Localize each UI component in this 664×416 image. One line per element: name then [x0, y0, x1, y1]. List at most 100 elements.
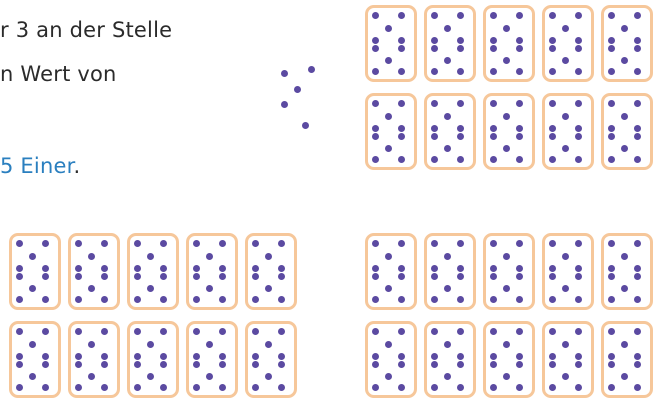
dot: [372, 328, 379, 335]
dot: [398, 384, 405, 391]
loose-dot: [281, 70, 288, 77]
dot: [147, 285, 154, 292]
dot: [549, 273, 556, 280]
dot: [457, 133, 464, 140]
dot: [193, 361, 200, 368]
dot: [101, 361, 108, 368]
dot: [608, 45, 615, 52]
dot: [549, 296, 556, 303]
dot: [193, 296, 200, 303]
dot: [444, 25, 451, 32]
dot: [562, 57, 569, 64]
dot: [278, 240, 285, 247]
dot: [42, 265, 49, 272]
dot: [42, 273, 49, 280]
dot: [147, 373, 154, 380]
dot: [503, 253, 510, 260]
dot: [575, 384, 582, 391]
dot: [134, 353, 141, 360]
dot: [431, 265, 438, 272]
dot: [621, 113, 628, 120]
dot: [219, 384, 226, 391]
dot: [490, 37, 497, 44]
accent-value: 5 Einer: [0, 154, 73, 178]
dot: [621, 25, 628, 32]
dot: [549, 125, 556, 132]
dot: [42, 296, 49, 303]
dot: [431, 384, 438, 391]
dot: [160, 273, 167, 280]
dot: [252, 273, 259, 280]
dot: [193, 353, 200, 360]
dot: [398, 361, 405, 368]
dot: [278, 384, 285, 391]
dot: [516, 12, 523, 19]
dot: [608, 68, 615, 75]
dot: [490, 133, 497, 140]
dot: [372, 353, 379, 360]
dot: [608, 37, 615, 44]
dot: [278, 328, 285, 335]
dot: [278, 296, 285, 303]
dot: [16, 265, 23, 272]
dot: [634, 328, 641, 335]
dot: [193, 384, 200, 391]
text-line-3: 5 Einer.: [0, 154, 80, 178]
dot: [431, 100, 438, 107]
dot: [160, 384, 167, 391]
dot: [278, 273, 285, 280]
dot: [431, 156, 438, 163]
dot: [516, 328, 523, 335]
dot: [431, 125, 438, 132]
dot: [562, 341, 569, 348]
period: .: [73, 154, 80, 178]
dot: [575, 37, 582, 44]
dot: [575, 328, 582, 335]
dot: [134, 273, 141, 280]
dot: [75, 353, 82, 360]
dot: [160, 265, 167, 272]
dot: [29, 341, 36, 348]
dot: [608, 100, 615, 107]
dot: [634, 68, 641, 75]
dot: [101, 240, 108, 247]
dot: [516, 100, 523, 107]
dot: [134, 240, 141, 247]
dot: [29, 285, 36, 292]
dot: [265, 285, 272, 292]
dot: [457, 265, 464, 272]
dot: [398, 156, 405, 163]
dot: [160, 353, 167, 360]
dot: [134, 265, 141, 272]
dot: [490, 100, 497, 107]
dot: [398, 100, 405, 107]
dot: [431, 328, 438, 335]
dot: [503, 341, 510, 348]
dot: [516, 125, 523, 132]
dot: [147, 253, 154, 260]
dot: [134, 328, 141, 335]
dot: [219, 328, 226, 335]
dot: [398, 296, 405, 303]
dot: [516, 37, 523, 44]
dot-card: [127, 233, 179, 310]
dot-card: [365, 233, 417, 310]
dot: [608, 133, 615, 140]
dot: [42, 328, 49, 335]
dot-card: [424, 233, 476, 310]
dot: [431, 240, 438, 247]
dot: [75, 265, 82, 272]
dot: [444, 113, 451, 120]
dot: [385, 253, 392, 260]
dot: [549, 240, 556, 247]
dot-card: [601, 5, 653, 82]
dot: [16, 384, 23, 391]
dot: [575, 12, 582, 19]
dot: [516, 45, 523, 52]
dot: [575, 273, 582, 280]
dot: [16, 353, 23, 360]
dot: [252, 265, 259, 272]
dot: [457, 296, 464, 303]
dot-card: [542, 5, 594, 82]
dot: [147, 341, 154, 348]
